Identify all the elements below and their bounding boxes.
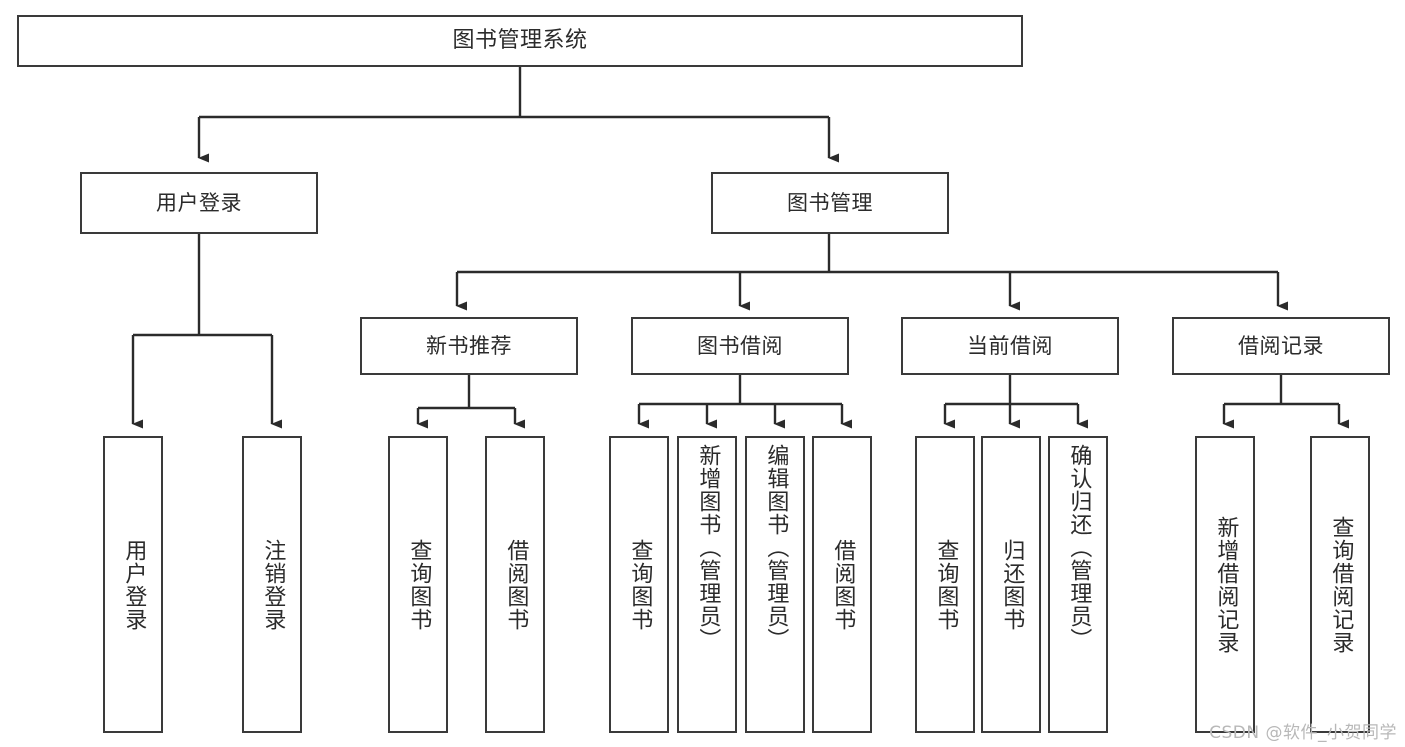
- node-label: 当前借阅: [967, 333, 1053, 358]
- node-label: 借阅图书: [830, 538, 856, 631]
- node-label: 新增图书（管理员）: [695, 444, 721, 651]
- node-label: 借阅记录: [1238, 333, 1324, 358]
- node-leaf-user-login[interactable]: 用户登录: [103, 436, 163, 733]
- node-leaf-query-book-recommend[interactable]: 查询图书: [388, 436, 448, 733]
- node-root-system[interactable]: 图书管理系统: [17, 15, 1023, 67]
- node-label: 查询借阅记录: [1328, 515, 1354, 654]
- node-leaf-edit-book[interactable]: 编辑图书（管理员）: [745, 436, 805, 733]
- node-label: 确认归还（管理员）: [1066, 444, 1092, 651]
- node-leaf-confirm-return[interactable]: 确认归还（管理员）: [1048, 436, 1108, 733]
- node-label: 新书推荐: [426, 333, 512, 358]
- node-leaf-add-borrow-record[interactable]: 新增借阅记录: [1195, 436, 1255, 733]
- node-leaf-return-book[interactable]: 归还图书: [981, 436, 1041, 733]
- node-new-book-recommend[interactable]: 新书推荐: [360, 317, 578, 375]
- node-book-manage[interactable]: 图书管理: [711, 172, 949, 234]
- node-leaf-borrow-book[interactable]: 借阅图书: [812, 436, 872, 733]
- node-label: 新增借阅记录: [1213, 515, 1239, 654]
- node-leaf-user-logout[interactable]: 注销登录: [242, 436, 302, 733]
- node-label: 注销登录: [260, 538, 286, 631]
- node-leaf-query-book-current[interactable]: 查询图书: [915, 436, 975, 733]
- node-label: 用户登录: [156, 190, 242, 215]
- node-label: 用户登录: [121, 538, 147, 631]
- node-leaf-add-book[interactable]: 新增图书（管理员）: [677, 436, 737, 733]
- node-book-borrow[interactable]: 图书借阅: [631, 317, 849, 375]
- node-label: 归还图书: [999, 538, 1025, 631]
- node-borrow-record[interactable]: 借阅记录: [1172, 317, 1390, 375]
- node-user-login[interactable]: 用户登录: [80, 172, 318, 234]
- node-label: 借阅图书: [503, 538, 529, 631]
- node-label: 查询图书: [406, 538, 432, 631]
- node-leaf-query-book-borrow[interactable]: 查询图书: [609, 436, 669, 733]
- watermark-text: CSDN @软件_小贺同学: [1209, 723, 1397, 743]
- node-label: 图书借阅: [697, 333, 783, 358]
- node-leaf-query-borrow-record[interactable]: 查询借阅记录: [1310, 436, 1370, 733]
- node-label: 编辑图书（管理员）: [763, 444, 789, 651]
- node-current-borrow[interactable]: 当前借阅: [901, 317, 1119, 375]
- node-label: 图书管理: [787, 190, 873, 215]
- node-label: 查询图书: [627, 538, 653, 631]
- node-leaf-borrow-book-recommend[interactable]: 借阅图书: [485, 436, 545, 733]
- node-label: 查询图书: [933, 538, 959, 631]
- node-label: 图书管理系统: [452, 28, 588, 54]
